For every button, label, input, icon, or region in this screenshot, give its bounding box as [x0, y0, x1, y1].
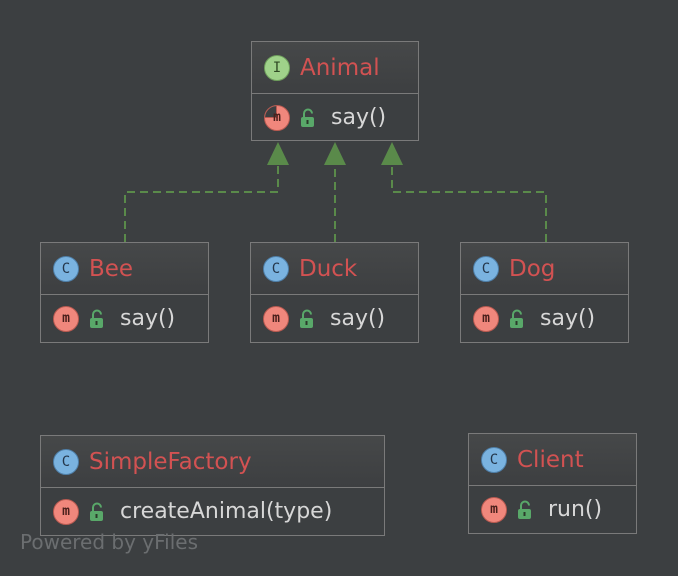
method-name: createAnimal(type) — [120, 499, 333, 524]
public-lock-icon — [300, 309, 313, 328]
abstract-method-icon: m — [264, 104, 290, 131]
class-client-header: C Client — [469, 434, 636, 486]
class-name: Dog — [509, 255, 556, 282]
method-icon: m — [473, 305, 499, 332]
class-dog[interactable]: C Dog m say() — [460, 242, 629, 343]
method-name: say() — [120, 306, 176, 331]
interface-icon: I — [264, 54, 290, 81]
class-icon: C — [481, 446, 507, 473]
class-duck-header: C Duck — [251, 243, 418, 295]
member-row[interactable]: m say() — [41, 295, 208, 342]
interface-animal-header: I Animal — [252, 42, 418, 94]
method-name: say() — [330, 306, 386, 331]
class-name: SimpleFactory — [89, 448, 252, 475]
edge-dog-animal — [391, 164, 547, 242]
method-icon: m — [53, 305, 79, 332]
class-bee[interactable]: C Bee m say() — [40, 242, 209, 343]
method-name: run() — [548, 497, 603, 522]
class-dog-header: C Dog — [461, 243, 628, 295]
arrowhead-bee-animal — [267, 142, 289, 165]
class-name: Duck — [299, 255, 358, 282]
class-icon: C — [53, 255, 79, 282]
class-name: Client — [517, 446, 584, 473]
member-row[interactable]: m say() — [252, 94, 418, 141]
method-icon: m — [53, 498, 79, 525]
method-name: say() — [540, 306, 596, 331]
class-simple-factory[interactable]: C SimpleFactory m createAnimal(type) — [40, 435, 385, 536]
member-row[interactable]: m say() — [461, 295, 628, 342]
public-lock-icon — [510, 309, 523, 328]
public-lock-icon — [90, 502, 103, 521]
method-icon: m — [263, 305, 289, 332]
interface-animal[interactable]: I Animal m say() — [251, 41, 419, 141]
method-name: say() — [331, 105, 387, 130]
class-name: Bee — [89, 255, 134, 282]
member-row[interactable]: m run() — [469, 486, 636, 533]
member-row[interactable]: m createAnimal(type) — [41, 488, 384, 535]
arrowhead-dog-animal — [381, 142, 403, 165]
public-lock-icon — [301, 108, 314, 127]
method-icon: m — [481, 496, 507, 523]
watermark: Powered by yFiles — [20, 530, 198, 554]
public-lock-icon — [90, 309, 103, 328]
class-icon: C — [473, 255, 499, 282]
class-client[interactable]: C Client m run() — [468, 433, 637, 534]
arrowhead-duck-animal — [324, 142, 346, 165]
class-duck[interactable]: C Duck m say() — [250, 242, 419, 343]
class-simple-factory-header: C SimpleFactory — [41, 436, 384, 488]
class-icon: C — [263, 255, 289, 282]
interface-name: Animal — [300, 54, 380, 81]
member-row[interactable]: m say() — [251, 295, 418, 342]
class-bee-header: C Bee — [41, 243, 208, 295]
class-icon: C — [53, 448, 79, 475]
method-badge-letter: m — [273, 110, 281, 125]
edge-bee-animal — [124, 164, 279, 242]
public-lock-icon — [518, 500, 531, 519]
